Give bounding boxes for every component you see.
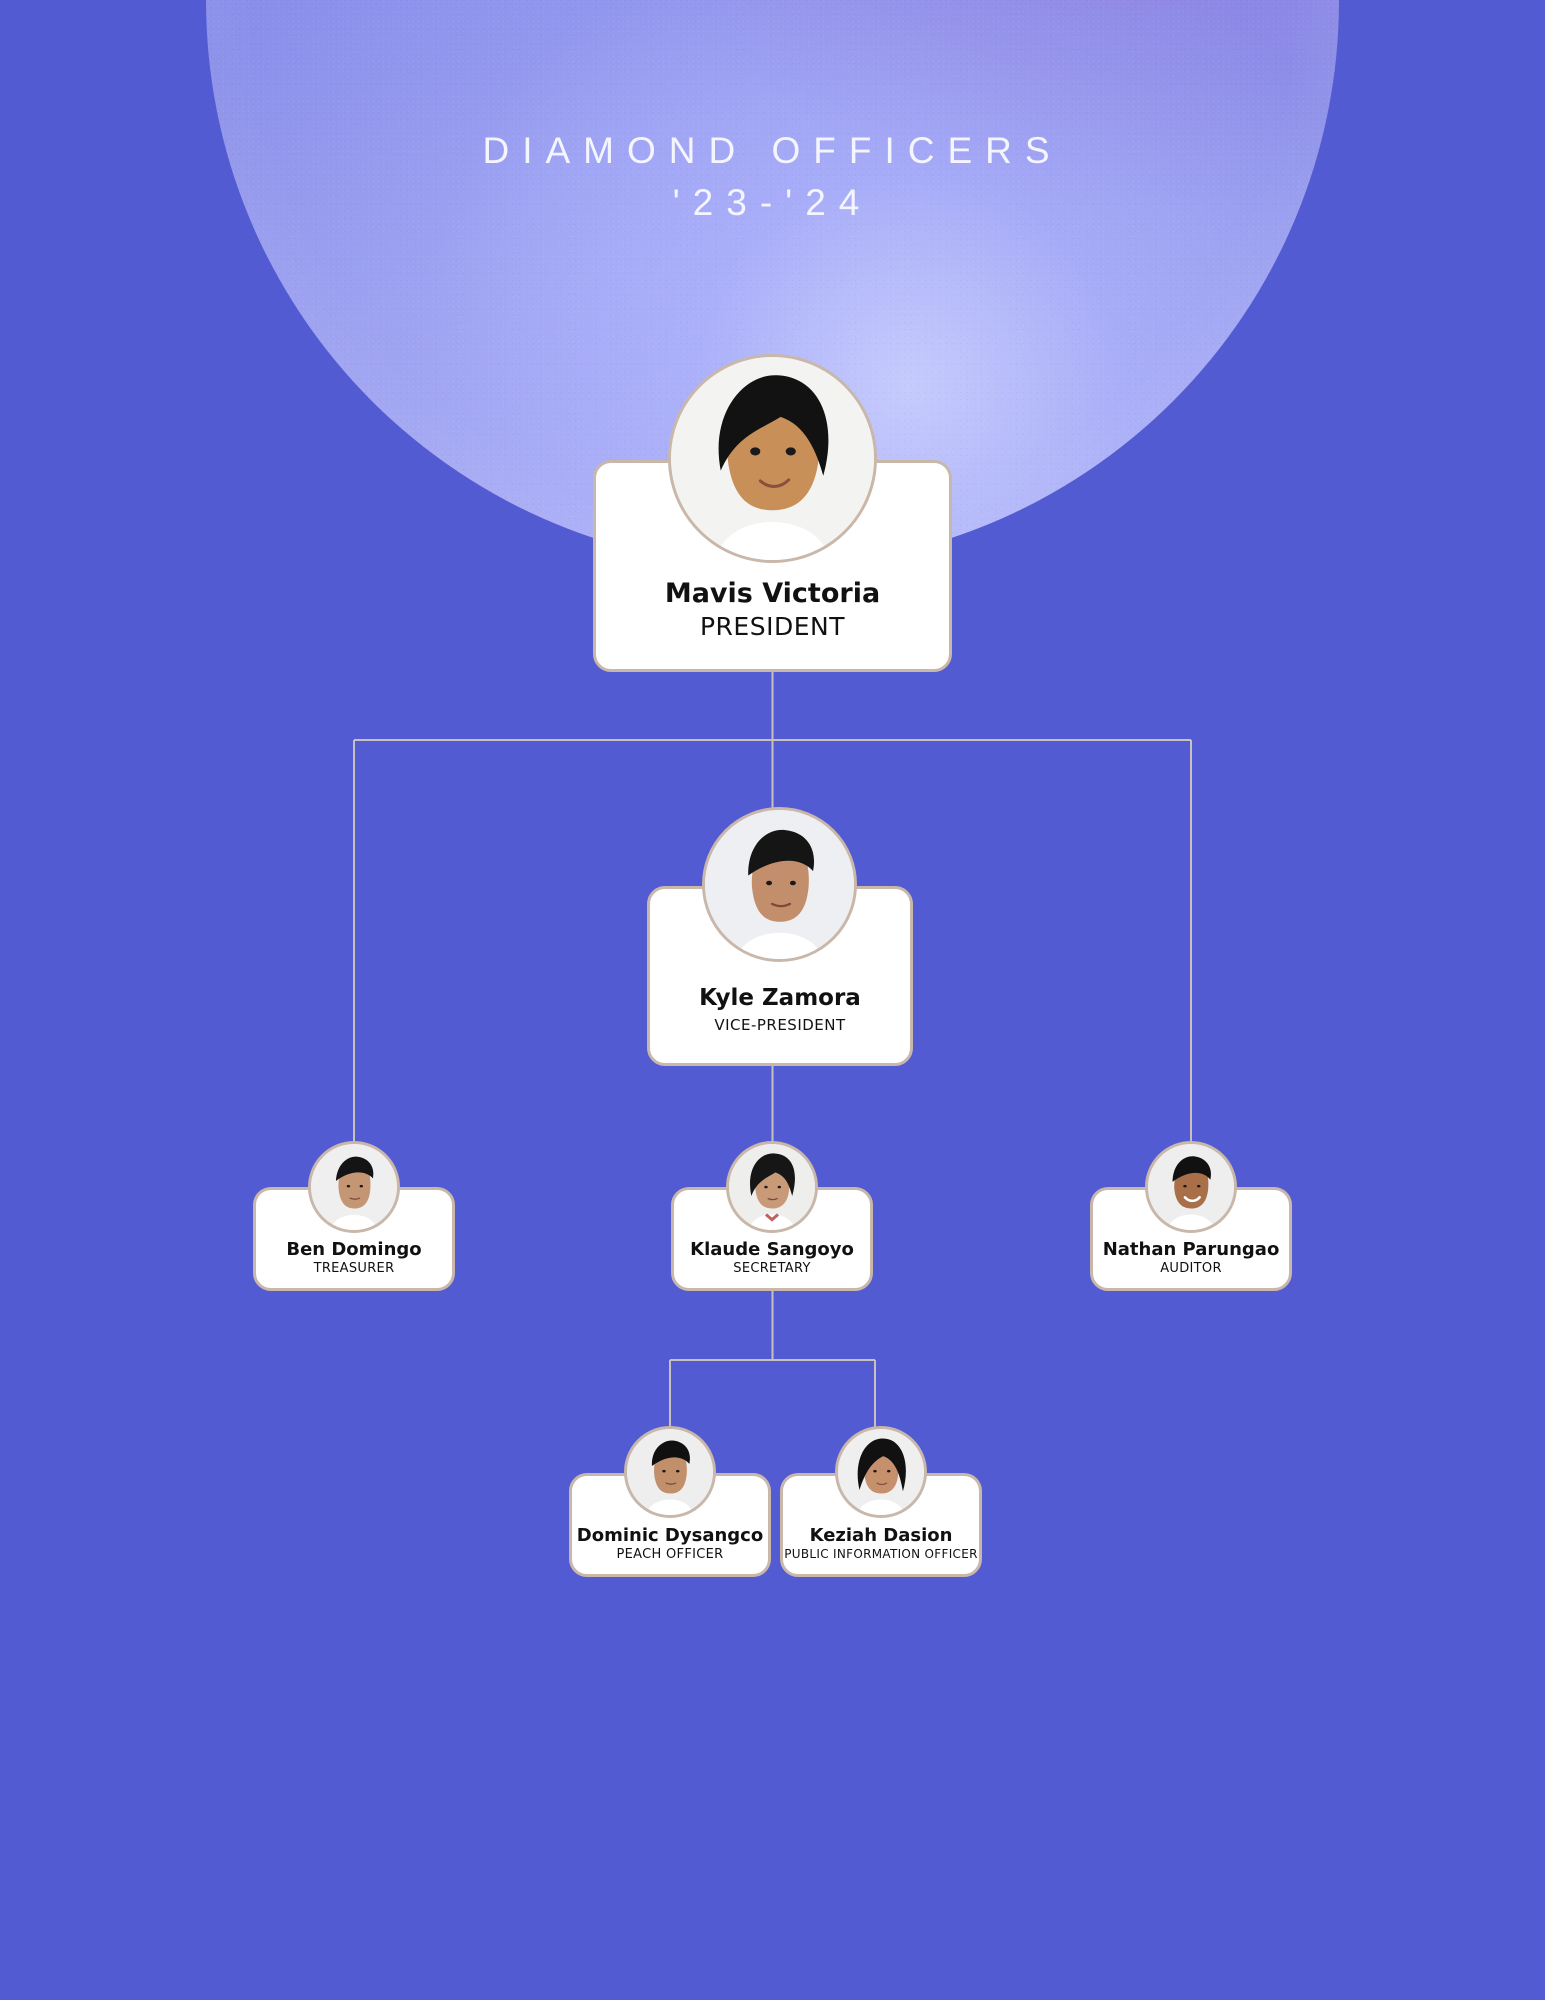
secretary-avatar [726,1141,818,1233]
public-information-officer-role: PUBLIC INFORMATION OFFICER [784,1547,978,1561]
public-information-officer-photo [838,1429,924,1515]
auditor-photo [1148,1144,1234,1230]
peach-officer-role: PEACH OFFICER [616,1547,724,1562]
president-name: Mavis Victoria [664,578,881,609]
peach-officer-card: Dominic Dysangco PEACH OFFICER [569,1473,771,1577]
peach-officer-avatar [624,1426,716,1518]
peach-officer-name: Dominic Dysangco [576,1525,764,1546]
treasurer-role: TREASURER [313,1261,395,1276]
public-information-officer-avatar [835,1426,927,1518]
president-avatar [668,354,877,563]
secretary-role: SECRETARY [733,1261,811,1276]
public-information-officer-name: Keziah Dasion [809,1525,953,1546]
peach-officer-photo [627,1429,713,1515]
president-photo [671,357,874,560]
vice-president-photo [705,810,854,959]
page-title: DIAMOND OFFICERS [482,130,1063,171]
auditor-avatar [1145,1141,1237,1233]
page-years: '23-'24 [672,182,873,223]
treasurer-name: Ben Domingo [286,1239,422,1260]
secretary-name: Klaude Sangoyo [690,1239,854,1260]
vice-president-name: Kyle Zamora [699,985,861,1011]
vice-president-role: VICE-PRESIDENT [714,1016,846,1034]
president-card: Mavis Victoria PRESIDENT [593,460,952,672]
vice-president-avatar [702,807,857,962]
auditor-name: Nathan Parungao [1102,1239,1280,1260]
secretary-photo [729,1144,815,1230]
president-role: PRESIDENT [699,612,845,641]
treasurer-avatar [308,1141,400,1233]
treasurer-photo [311,1144,397,1230]
auditor-role: AUDITOR [1160,1261,1222,1276]
